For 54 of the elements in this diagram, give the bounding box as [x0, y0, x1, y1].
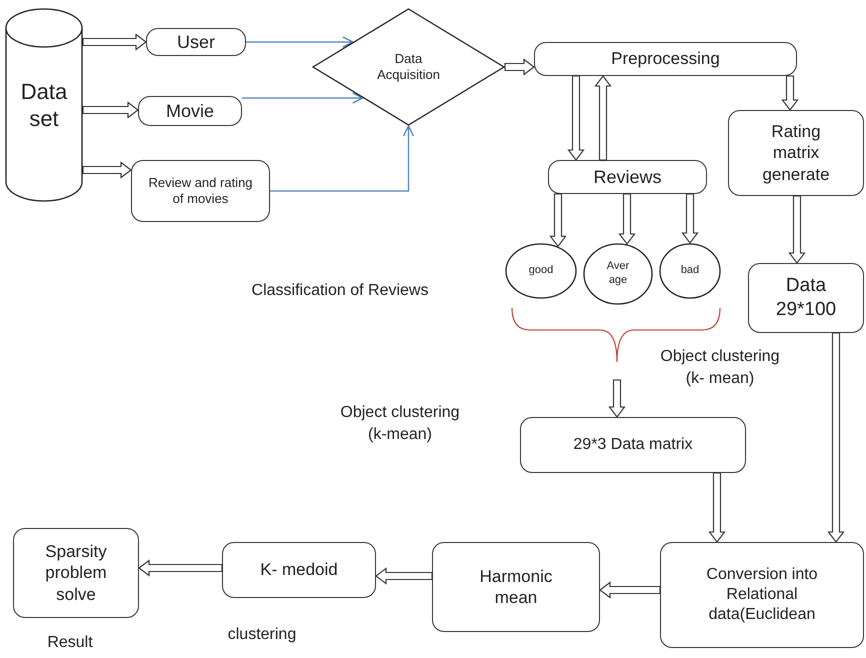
node-label: 29*3 Data matrix — [572, 435, 694, 455]
arrow — [242, 92, 364, 104]
block-arrow — [82, 161, 132, 179]
block-arrow — [599, 581, 661, 599]
arrow — [246, 36, 354, 48]
node-label: Movie — [164, 100, 215, 122]
process-box — [660, 542, 864, 648]
process-box — [432, 542, 600, 632]
annotation-text: clustering — [226, 625, 298, 645]
node-label: good — [528, 264, 554, 278]
arrow — [270, 125, 414, 192]
block-arrow — [567, 75, 585, 161]
block-arrow — [618, 193, 636, 245]
process-box — [548, 160, 707, 194]
node-label: Preprocessing — [610, 48, 721, 70]
node-label: Sparsity problem solve — [44, 541, 108, 605]
process-box — [146, 28, 246, 56]
node-label: User — [176, 30, 216, 54]
process-box — [138, 96, 242, 126]
block-arrow — [138, 559, 223, 577]
node-label: Data 29*100 — [774, 274, 838, 322]
annotation-text: Result — [46, 633, 94, 653]
process-box — [748, 263, 864, 333]
block-arrow — [504, 58, 535, 76]
node-label: Aver age — [606, 260, 630, 288]
process-box — [13, 528, 139, 618]
block-arrow — [82, 33, 147, 51]
process-box — [728, 110, 864, 196]
node-label: K- medoid — [259, 559, 339, 581]
node-label: Data set — [20, 78, 68, 132]
process-box — [520, 417, 746, 473]
block-arrow — [608, 379, 626, 418]
block-arrow — [708, 472, 726, 543]
annotation-text: Object clustering (k-mean) — [339, 403, 461, 445]
process-box — [131, 160, 270, 222]
block-arrow — [549, 193, 567, 248]
node-label: Rating matrix generate — [761, 121, 831, 185]
node-label: Reviews — [592, 166, 663, 188]
node-label: Data Acquisition — [376, 50, 441, 84]
node-label: Review and rating of movies — [147, 174, 254, 208]
node-label: Harmonic mean — [478, 566, 554, 608]
block-arrow — [781, 75, 799, 111]
node-label: Conversion into Relational data(Euclidean — [705, 565, 819, 625]
process-box — [222, 542, 376, 598]
node-label: bad — [680, 264, 700, 278]
block-arrow — [827, 332, 845, 543]
block-arrow — [788, 195, 806, 264]
annotation-text: Object clustering (k- mean) — [659, 347, 781, 389]
block-arrow — [375, 567, 433, 585]
block-arrow — [594, 75, 612, 161]
process-box — [534, 42, 797, 76]
block-arrow — [681, 193, 699, 244]
annotation-text: Classification of Reviews — [250, 281, 430, 301]
block-arrow — [82, 101, 139, 119]
